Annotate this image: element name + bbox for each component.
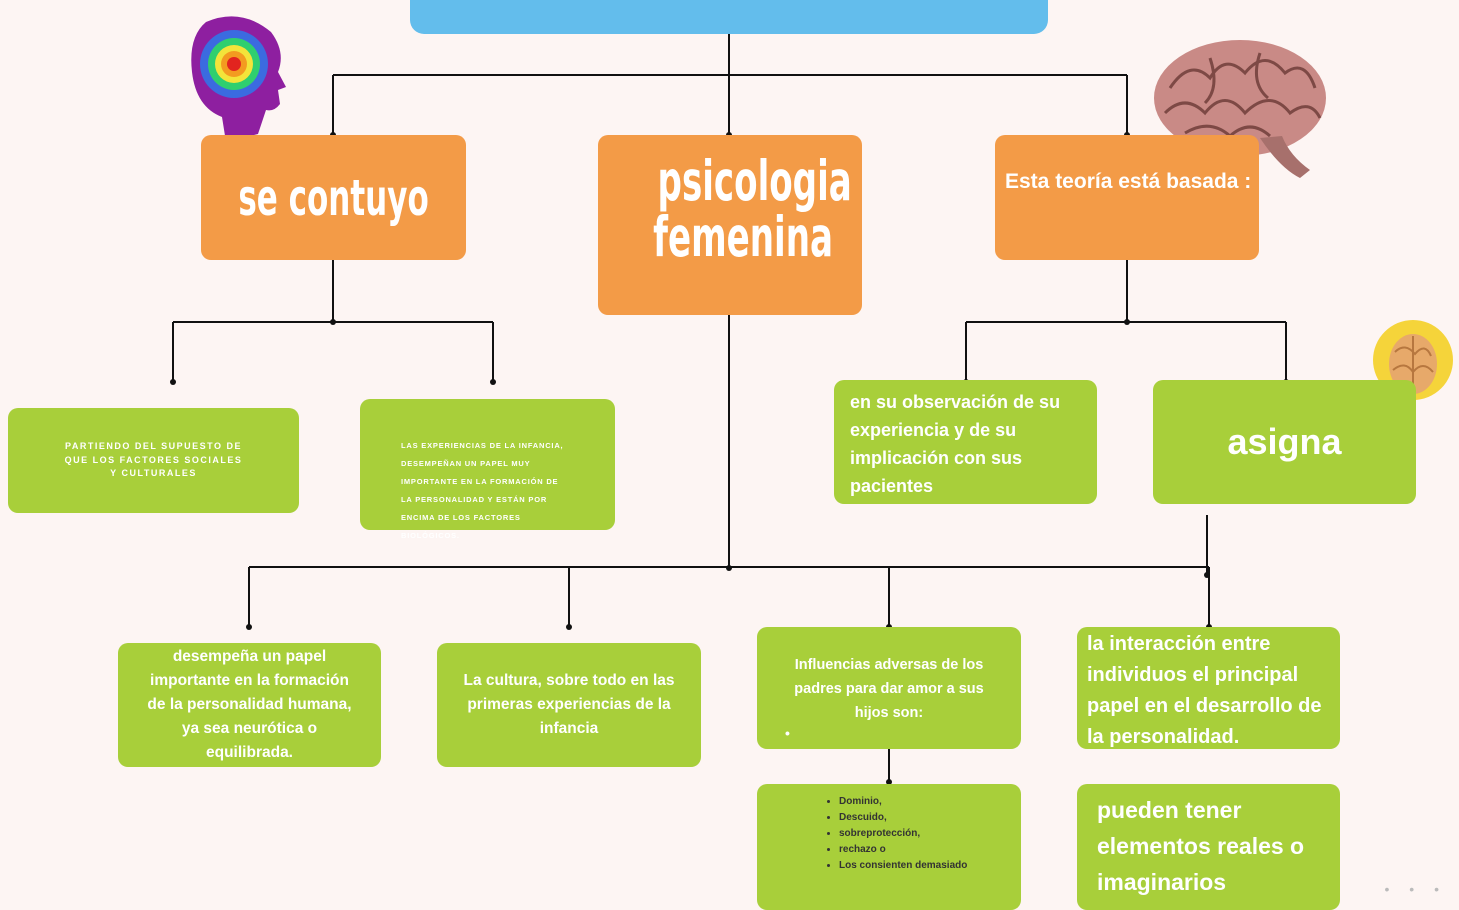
node-elementos-text: pueden tener elementos reales o imaginar… (1097, 797, 1305, 895)
node-se-contuyo-label: se contuyo (238, 168, 429, 227)
pagination-dots[interactable]: • • • (1384, 881, 1447, 897)
node-observacion: en su observación de su experiencia y de… (834, 380, 1097, 504)
node-cultura-text: La cultura, sobre todo en las primeras e… (463, 672, 675, 737)
node-influencias-text: Influencias adversas de los padres para … (794, 657, 984, 721)
brain-icon (1154, 40, 1326, 178)
head-heatmap-icon (191, 16, 286, 142)
node-experiencias-text: LAS EXPERIENCIAS DE LA INFANCIA, DESEMPE… (401, 441, 564, 540)
node-asigna: asigna (1153, 380, 1416, 504)
node-observacion-text: en su observación de su experiencia y de… (850, 392, 1061, 496)
list-item: Dominio, (839, 794, 1021, 810)
node-desempena-text: desempeña un papel importante en la form… (147, 648, 352, 761)
top-banner (410, 0, 1048, 34)
central-title-line2: femenina (653, 205, 834, 269)
node-teoria-basada-label: Esta teoría está basada : (1005, 170, 1252, 193)
node-partiendo: PARTIENDO DEL SUPUESTO DE QUE LOS FACTOR… (8, 408, 299, 513)
list-item: rechazo o (839, 842, 1021, 858)
list-item: sobreprotección, (839, 826, 1021, 842)
node-influencias-bullet: • (785, 725, 790, 741)
node-se-contuyo: se contuyo (201, 135, 466, 260)
node-cultura: La cultura, sobre todo en las primeras e… (437, 643, 701, 767)
node-psicologia-femenina: psicologia femenina (598, 135, 862, 315)
central-title-line1: psicologia (657, 149, 852, 213)
influencias-list: Dominio, Descuido, sobreprotección, rech… (817, 794, 1021, 874)
node-teoria-basada: Esta teoría está basada : (995, 135, 1259, 260)
node-experiencias: LAS EXPERIENCIAS DE LA INFANCIA, DESEMPE… (360, 399, 615, 540)
node-asigna-text: asigna (1227, 421, 1342, 462)
node-desempena: desempeña un papel importante en la form… (118, 643, 381, 767)
node-lista-influencias: Dominio, Descuido, sobreprotección, rech… (757, 784, 1021, 910)
node-partiendo-text: PARTIENDO DEL SUPUESTO DE QUE LOS FACTOR… (64, 441, 243, 479)
node-interaccion-text: la interacción entre individuos el princ… (1087, 633, 1322, 748)
list-item: Descuido, (839, 810, 1021, 826)
list-item: Los consienten demasiado (839, 858, 1021, 874)
node-interaccion: la interacción entre individuos el princ… (1077, 627, 1340, 749)
node-elementos: pueden tener elementos reales o imaginar… (1077, 784, 1340, 910)
node-influencias: Influencias adversas de los padres para … (757, 627, 1021, 749)
